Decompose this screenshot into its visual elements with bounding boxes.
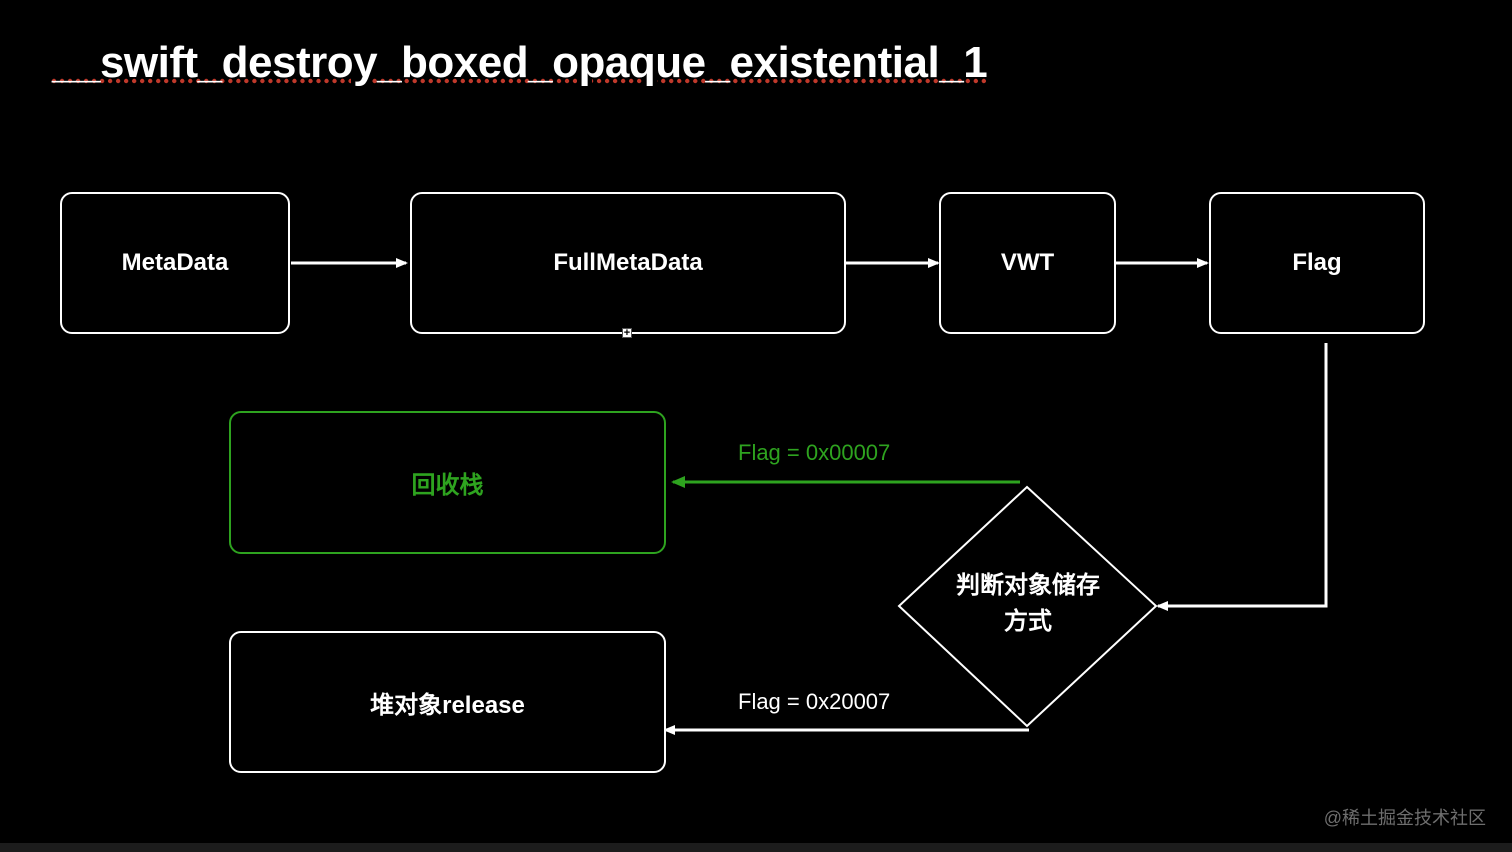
decision-node-label[interactable]: 判断对象储存 方式 [900, 568, 1156, 640]
arrow-flag-to-decision [1156, 343, 1328, 611]
node-heap-release[interactable]: 堆对象release [229, 631, 666, 773]
edge-label-heap-flag: Flag = 0x20007 [738, 689, 891, 714]
bottom-bar [0, 843, 1512, 852]
decision-label-line2: 方式 [1004, 608, 1052, 635]
node-stack-reclaim[interactable]: 回收栈 [229, 411, 666, 554]
decision-label-line1: 判断对象储存 [956, 572, 1100, 599]
resize-handle-icon[interactable]: + [622, 327, 632, 339]
diagram-title: __swift_destroy_boxed_opaque_existential… [52, 38, 988, 87]
edge-label-stack-flag: Flag = 0x00007 [738, 440, 891, 465]
decision-diamond [897, 485, 1158, 728]
node-vwt[interactable]: VWT [939, 192, 1116, 334]
watermark: @稀土掘金技术社区 [1323, 808, 1486, 828]
node-metadata[interactable]: MetaData [60, 192, 290, 334]
node-flag[interactable]: Flag [1209, 192, 1425, 334]
node-full-metadata[interactable]: FullMetaData [410, 192, 846, 334]
